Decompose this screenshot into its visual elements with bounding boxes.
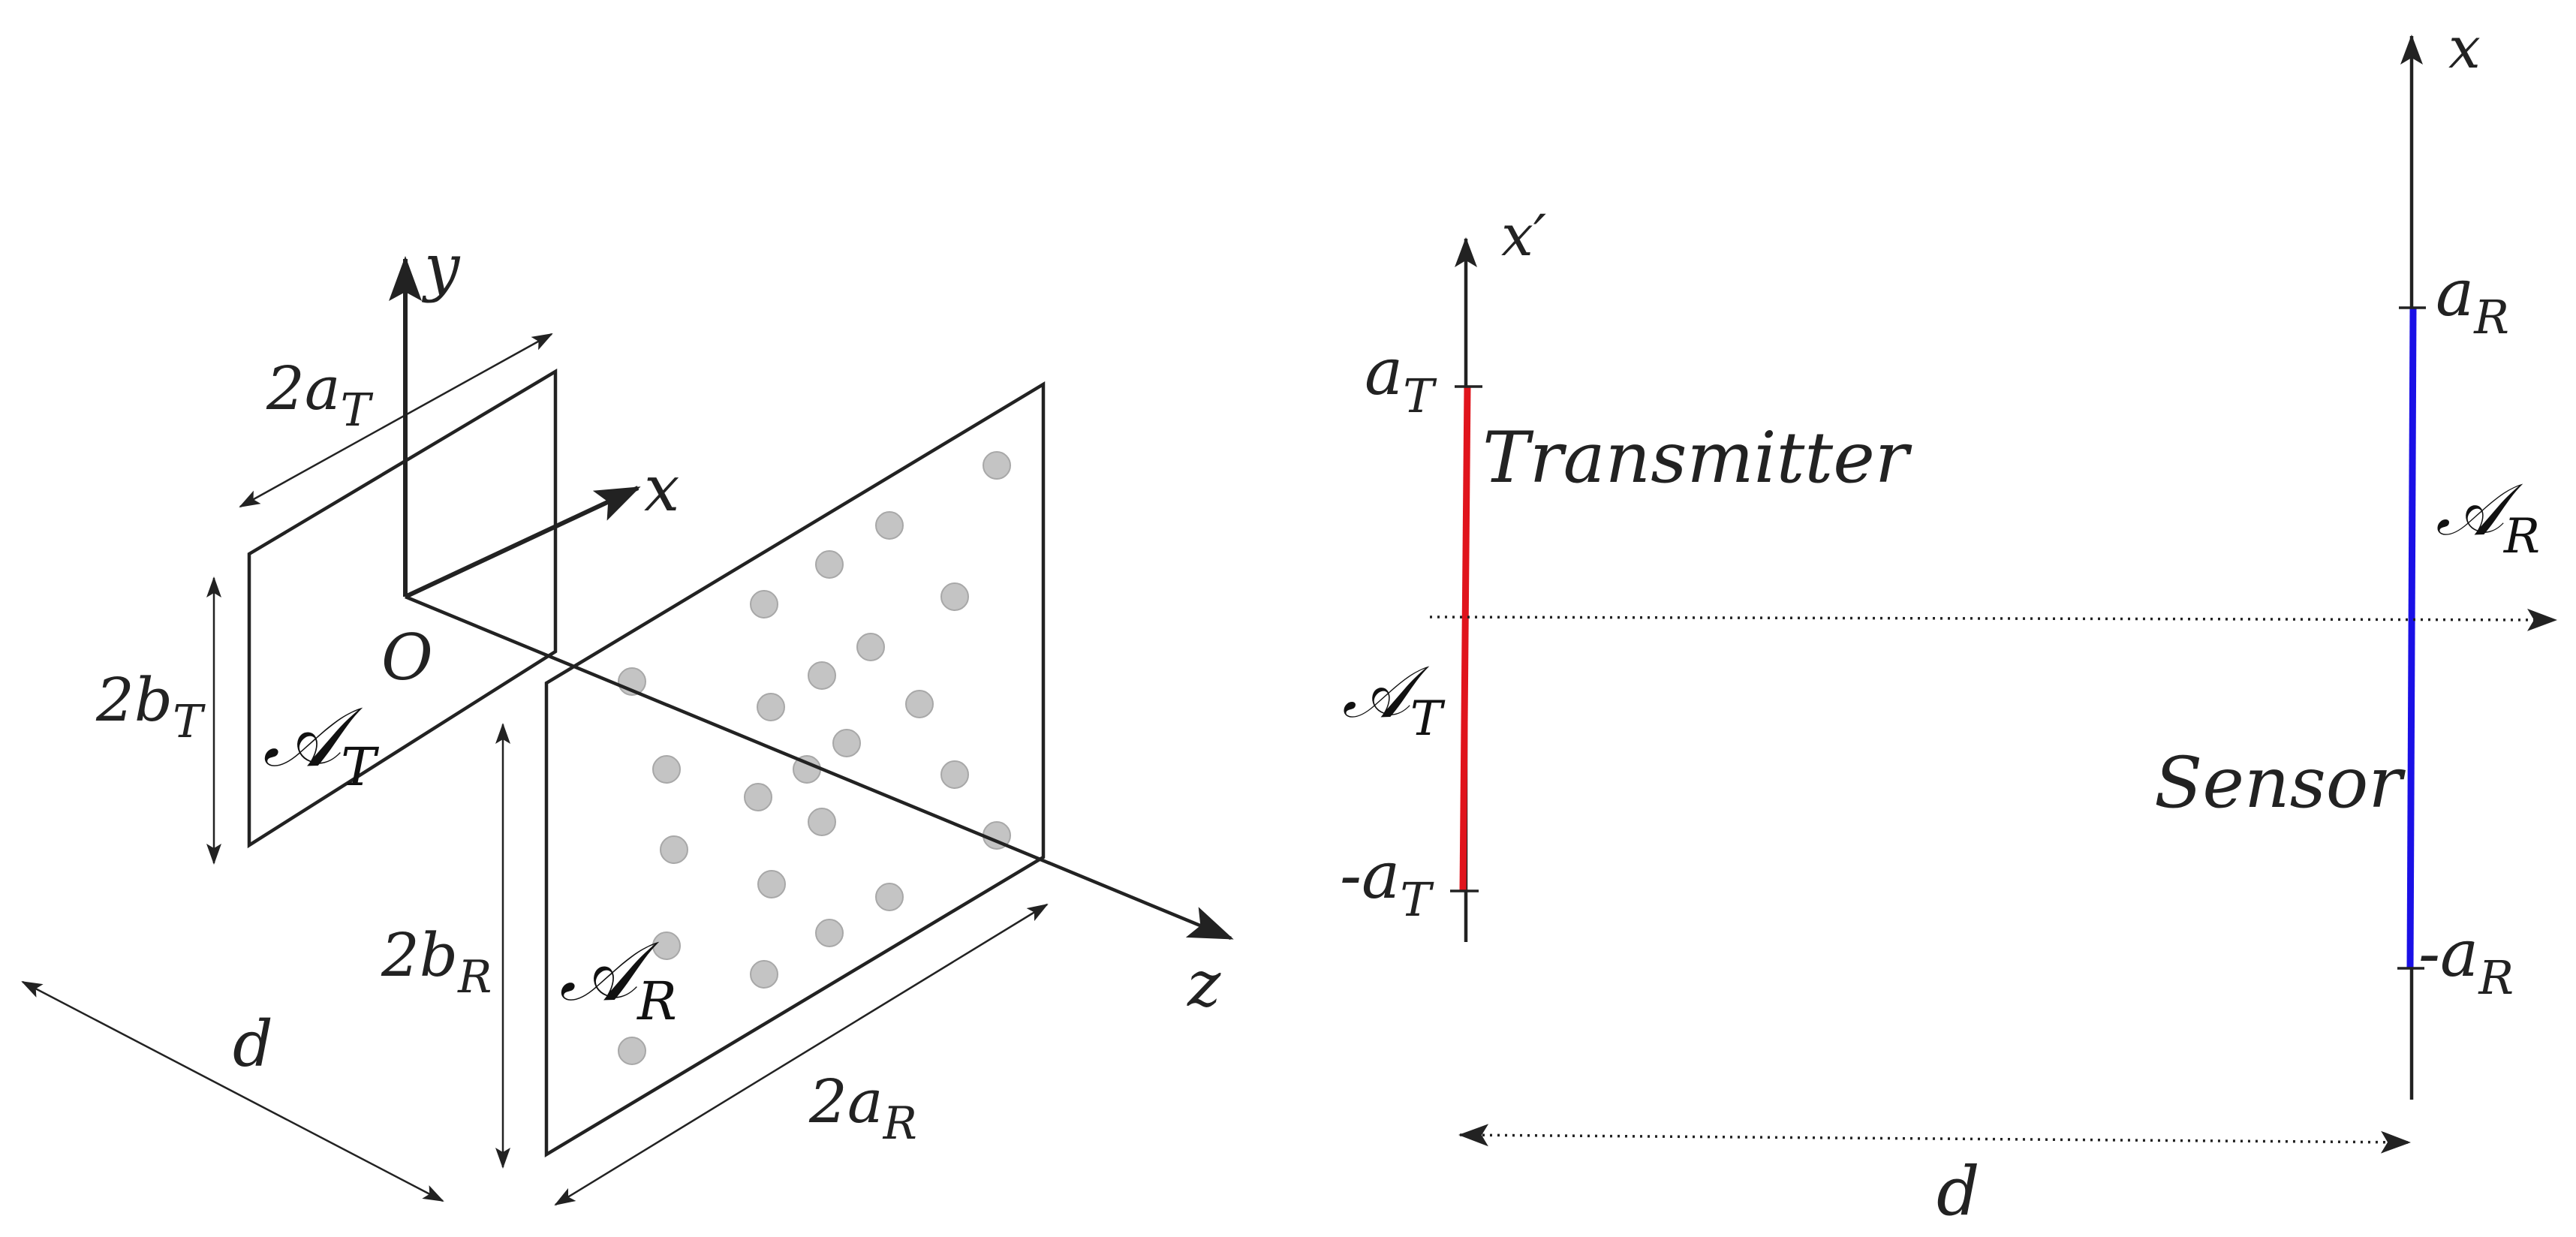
sensor-dot — [652, 755, 681, 784]
sensor-dot — [905, 690, 934, 718]
sensor-dot — [940, 582, 969, 611]
right-labels: x′ x aT Transmitter 𝒜T -aT aR 𝒜R Sensor … — [1340, 14, 2540, 1231]
sensor-dot — [652, 932, 681, 960]
distance-arrow-left — [21, 980, 444, 1202]
left-labels: y x z O 2aT 2bT 𝒜T 2bR 𝒜R 2aR d — [95, 230, 1221, 1150]
sensor-dot — [875, 511, 904, 540]
tx-bottom-label: -aT — [1340, 838, 1434, 927]
sensor-dot — [815, 919, 844, 947]
distance-label-left: d — [233, 1007, 273, 1081]
tx-aperture-label-right: 𝒜T — [1342, 650, 1446, 747]
left-3d-panel — [21, 256, 1234, 1206]
sensor-dot — [660, 835, 688, 864]
propagation-axis — [1429, 608, 2557, 631]
sensor-dot — [750, 960, 778, 989]
distance-label-right: d — [1937, 1152, 1980, 1231]
tx-aperture-label: 𝒜T — [263, 689, 379, 798]
sensor-dot — [940, 760, 969, 789]
sensor-dot — [757, 693, 785, 721]
rx-width-label: 2aR — [808, 1067, 917, 1150]
tx-name-label: Transmitter — [1482, 417, 1912, 499]
tx-height-label: 2bT — [95, 665, 206, 748]
tx-top-label: aT — [1365, 335, 1437, 423]
rx-axis-label: x — [2448, 14, 2481, 81]
sensor-dot — [875, 883, 904, 911]
sensor-dot — [808, 661, 836, 690]
sensor-segment — [2406, 307, 2417, 969]
sensor-dot — [808, 808, 836, 836]
rx-height-label: 2bR — [381, 920, 492, 1004]
sensor-dot — [983, 451, 1011, 480]
z-axis-label: z — [1187, 947, 1221, 1021]
sensor-dots — [618, 451, 1011, 1065]
sensor-dot — [832, 729, 861, 757]
transmitter-segment — [1459, 386, 1471, 892]
rx-top-label: aR — [2436, 256, 2509, 345]
x-axis-label: x — [644, 452, 679, 525]
y-axis-label: y — [421, 230, 461, 304]
sensor-dot — [757, 870, 786, 898]
z-axis — [405, 594, 1234, 941]
origin-label: O — [381, 621, 433, 694]
right-2d-panel — [1429, 35, 2557, 1154]
rx-bottom-label: -aR — [2418, 916, 2514, 1005]
sensor-dot — [750, 590, 778, 618]
sensor-dot — [856, 633, 885, 661]
tx-width-label: 2aT — [266, 354, 374, 437]
rx-width-arrow — [554, 903, 1049, 1206]
sensor-dot — [618, 1037, 646, 1065]
tx-axis-label: x′ — [1501, 202, 1546, 269]
tx-width-arrow — [239, 333, 553, 508]
sensor-dot — [815, 550, 844, 579]
rx-name-label: Sensor — [2154, 742, 2406, 824]
rx-aperture-label-right: 𝒜R — [2436, 468, 2540, 564]
x-axis — [404, 486, 641, 599]
distance-arrow-right — [1458, 1124, 2411, 1154]
sensor-dot — [744, 783, 772, 811]
